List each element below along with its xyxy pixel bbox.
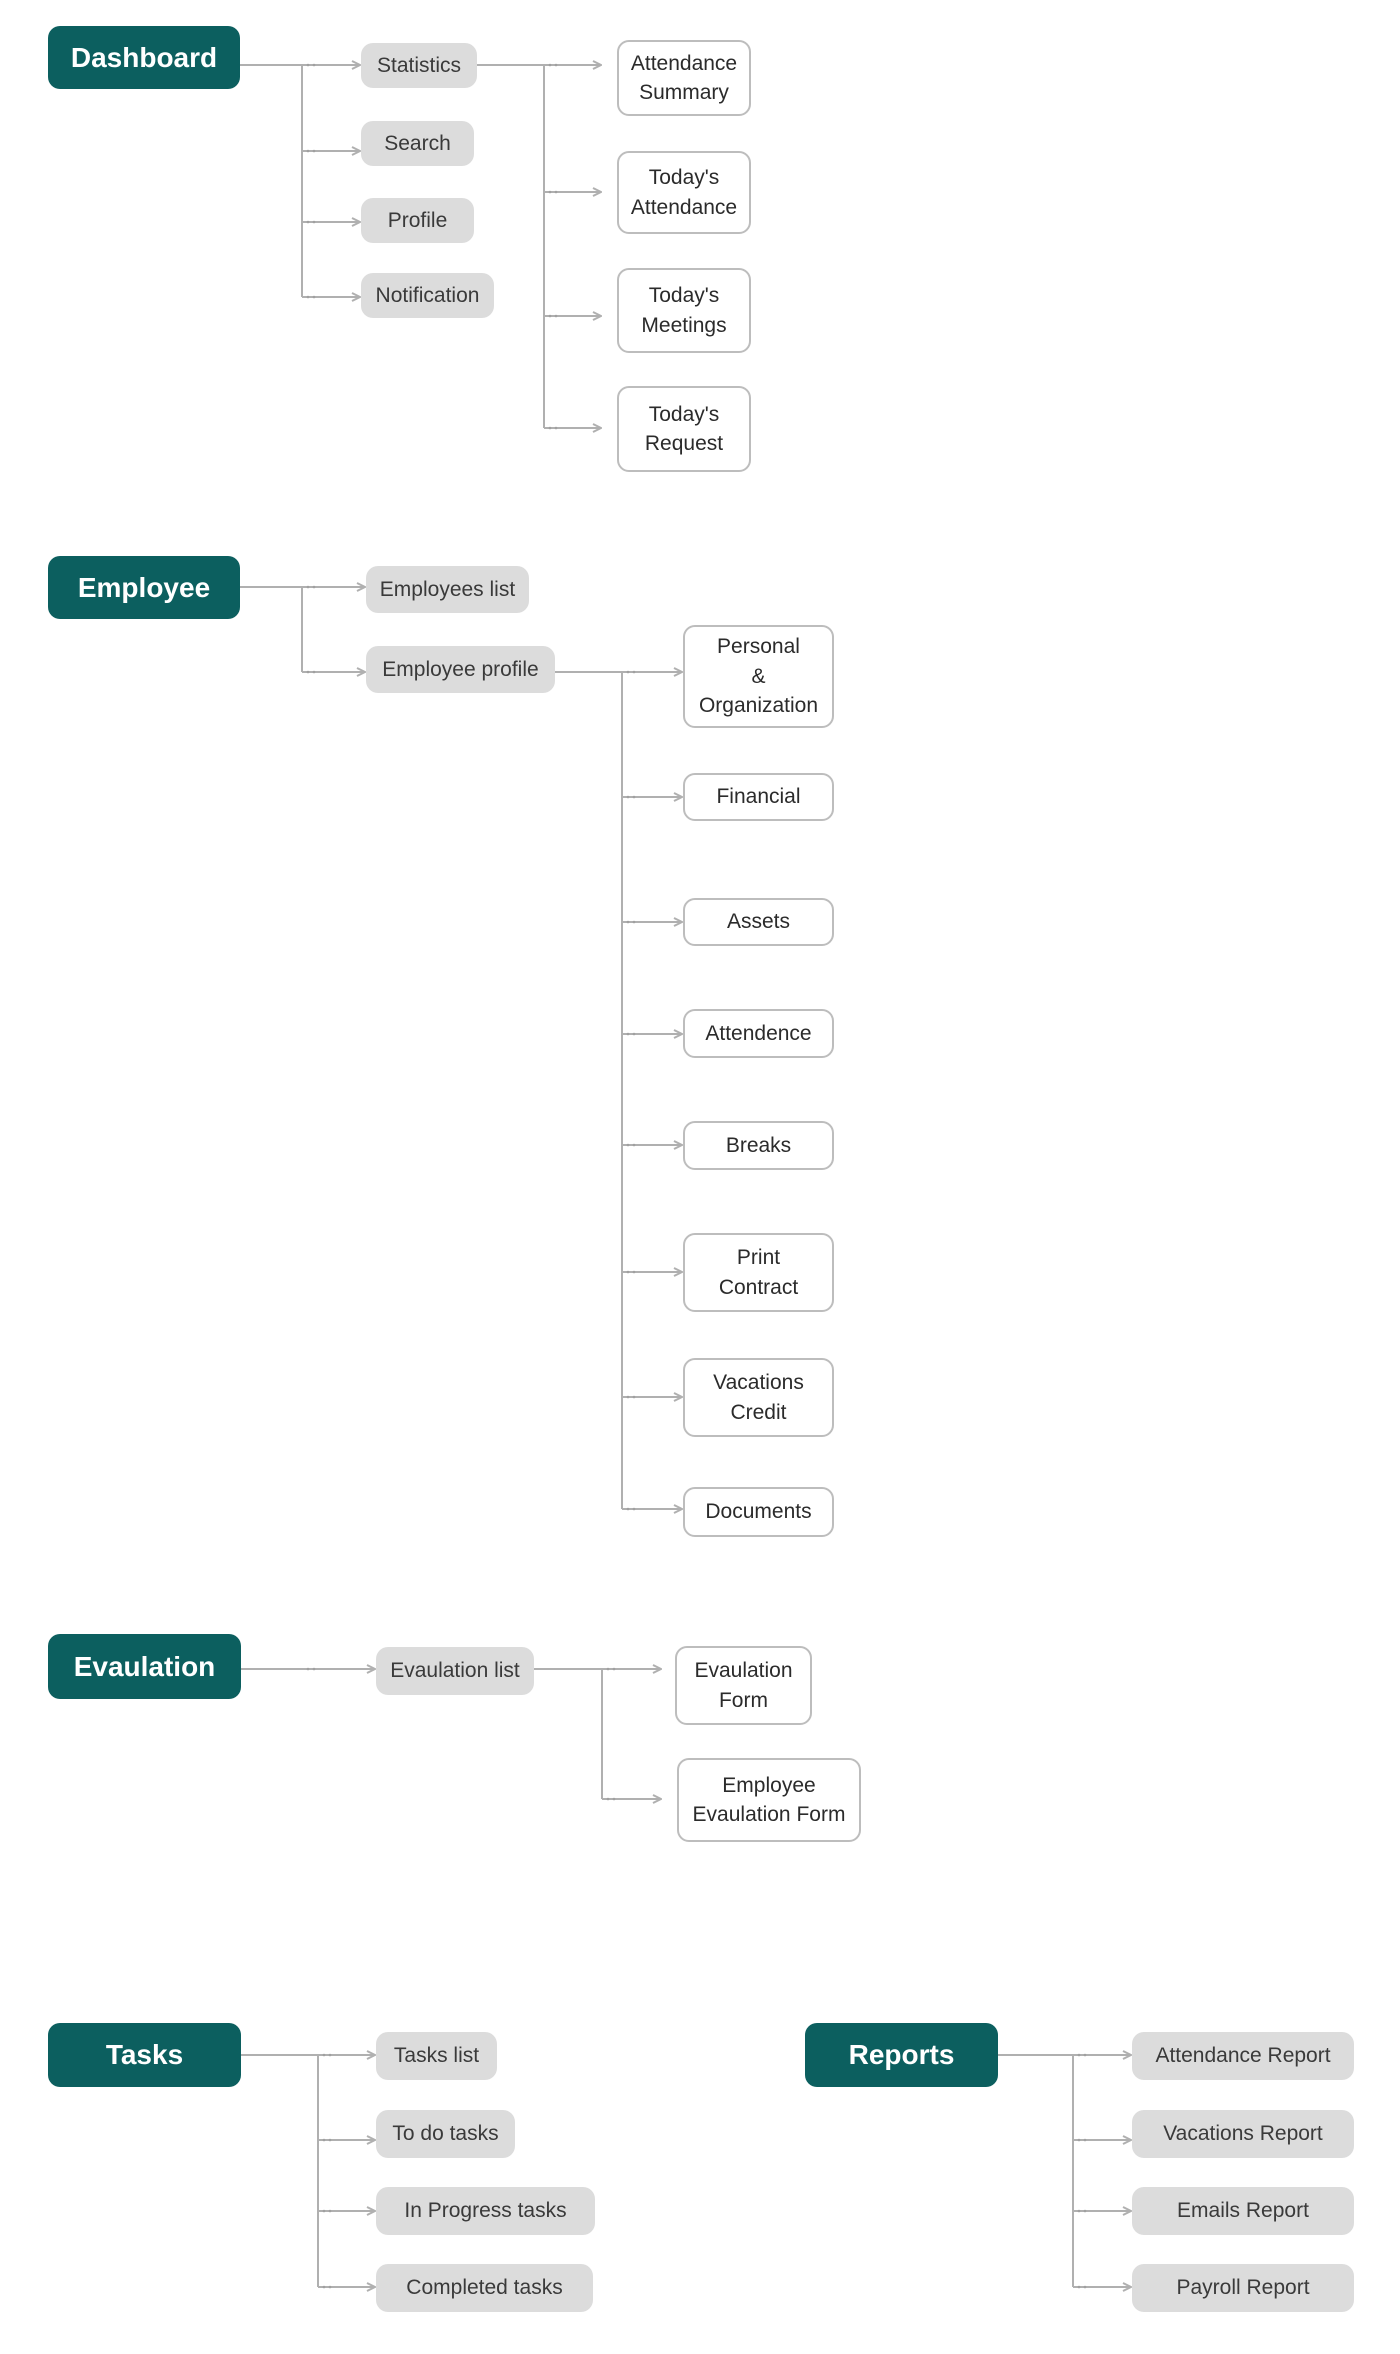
employee-profile-branch-2-dots [632,920,636,924]
reports-node: Reports [805,2023,998,2087]
employee-branch-0-dots [306,585,310,589]
dashboard-branch-1-dots [312,149,316,153]
evaulation-list-branch-0-dots [606,1667,610,1671]
employee-profile-branch-6-dots [626,1395,630,1399]
employee-profile-branch-4-dots [626,1143,630,1147]
reports-branch-1-dots [1077,2138,1081,2142]
evaulation-list-branch-1-dots [606,1797,610,1801]
dashboard-branch-2-dots [312,220,316,224]
notification-node: Notification [361,273,494,318]
reports-branch-1-dots [1083,2138,1087,2142]
employee-branch-0-dots [312,585,316,589]
dashboard-branch-0-dots [306,63,310,67]
tasks-branch-1-dots [322,2138,326,2142]
search-node: Search [361,121,474,166]
statistics-node: Statistics [361,43,477,88]
payroll-report-node: Payroll Report [1132,2264,1354,2312]
in-progress-tasks-node: In Progress tasks [376,2187,595,2235]
employee-profile-branch-4-dots [632,1143,636,1147]
profile-node: Profile [361,198,474,243]
todays-meetings-node: Today's Meetings [617,268,751,353]
employee-profile-branch-7-dots [632,1507,636,1511]
tasks-branch-2-dots [322,2209,326,2213]
employee-profile-branch-7-dots [626,1507,630,1511]
todo-tasks-node: To do tasks [376,2110,515,2158]
employee-node: Employee [48,556,240,619]
tasks-branch-1-dots [328,2138,332,2142]
reports-branch-3-dots [1077,2285,1081,2289]
employee-evaulation-form-node: Employee Evaulation Form [677,1758,861,1842]
employees-list-node: Employees list [366,566,529,613]
dashboard-branch-3-dots [306,295,310,299]
emails-report-node: Emails Report [1132,2187,1354,2235]
dashboard-node: Dashboard [48,26,240,89]
employee-profile-node: Employee profile [366,646,555,693]
tasks-branch-3-dots [322,2285,326,2289]
attendance-report-node: Attendance Report [1132,2032,1354,2080]
dashboard-branch-0-dots [312,63,316,67]
reports-branch-2-dots [1077,2209,1081,2213]
attendance-summary-node: Attendance Summary [617,40,751,116]
employee-profile-branch-5-dots [626,1270,630,1274]
todays-attendance-node: Today's Attendance [617,151,751,234]
vacations-credit-node: Vacations Credit [683,1358,834,1437]
evaulation-list-node: Evaulation list [376,1647,534,1695]
dashboard-branch-2-dots [306,220,310,224]
employee-profile-branch-3-dots [632,1032,636,1036]
evaluation-branch-0-dots [312,1667,316,1671]
employee-profile-branch-6-dots [632,1395,636,1399]
assets-node: Assets [683,898,834,946]
statistics-branch-2-dots [554,314,558,318]
reports-branch-2-dots [1083,2209,1087,2213]
breaks-node: Breaks [683,1121,834,1170]
statistics-branch-3-dots [548,426,552,430]
reports-branch-0-dots [1083,2053,1087,2057]
tasks-branch-0-dots [328,2053,332,2057]
attendence-node: Attendence [683,1009,834,1058]
evaluation-node: Evaulation [48,1634,241,1699]
employee-profile-branch-3-dots [626,1032,630,1036]
financial-node: Financial [683,773,834,821]
statistics-branch-1-dots [548,190,552,194]
employee-profile-branch-1-dots [626,795,630,799]
print-contract-node: Print Contract [683,1233,834,1312]
statistics-branch-1-dots [554,190,558,194]
tasks-branch-0-dots [322,2053,326,2057]
evaluation-branch-0-dots [306,1667,310,1671]
completed-tasks-node: Completed tasks [376,2264,593,2312]
personal-organization-node: Personal & Organization [683,625,834,728]
tasks-list-node: Tasks list [376,2032,497,2080]
statistics-branch-2-dots [548,314,552,318]
statistics-branch-3-dots [554,426,558,430]
employee-profile-branch-0-dots [632,670,636,674]
tasks-branch-3-dots [328,2285,332,2289]
documents-node: Documents [683,1487,834,1537]
statistics-branch-0-dots [554,63,558,67]
tasks-node: Tasks [48,2023,241,2087]
evaulation-list-branch-1-dots [612,1797,616,1801]
evaulation-list-branch-0-dots [612,1667,616,1671]
dashboard-branch-1-dots [306,149,310,153]
employee-profile-branch-2-dots [626,920,630,924]
employee-branch-1-dots [312,670,316,674]
employee-profile-branch-0-dots [626,670,630,674]
reports-branch-0-dots [1077,2053,1081,2057]
reports-branch-3-dots [1083,2285,1087,2289]
evaulation-form-node: Evaulation Form [675,1646,812,1725]
vacations-report-node: Vacations Report [1132,2110,1354,2158]
todays-request-node: Today's Request [617,386,751,472]
employee-profile-branch-5-dots [632,1270,636,1274]
statistics-branch-0-dots [548,63,552,67]
employee-branch-1-dots [306,670,310,674]
employee-profile-branch-1-dots [632,795,636,799]
dashboard-branch-3-dots [312,295,316,299]
tasks-branch-2-dots [328,2209,332,2213]
